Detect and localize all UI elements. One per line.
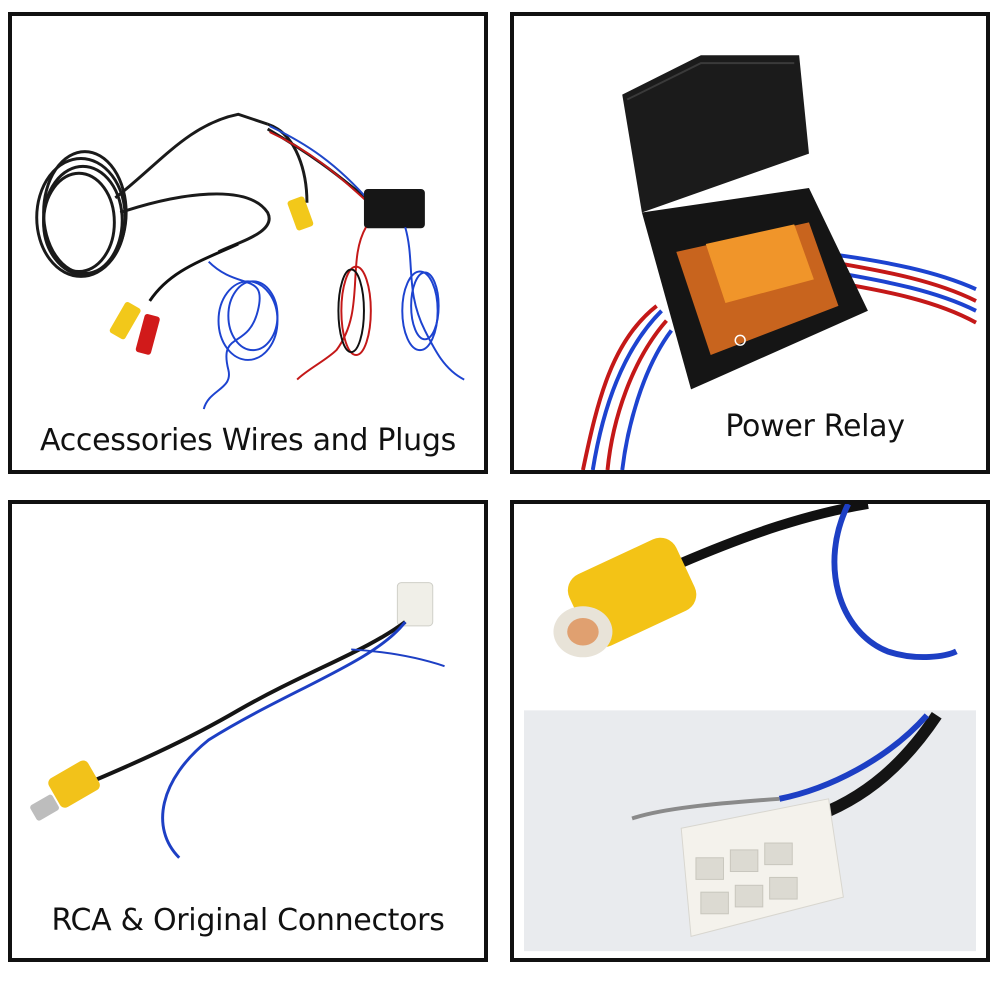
harness-photo: [30, 582, 445, 859]
panel-accessories: Accessories Wires and Plugs: [8, 12, 488, 474]
relay-box-photo: [581, 55, 977, 470]
closeup-photo: [514, 504, 986, 952]
panel-rca-connectors: RCA & Original Connectors: [8, 500, 488, 962]
caption-accessories: Accessories Wires and Plugs: [40, 423, 456, 458]
panel-closeup: [510, 500, 990, 962]
wire-kit-photo: [35, 112, 465, 410]
caption-rca-connectors: RCA & Original Connectors: [51, 903, 445, 938]
panel-power-relay: Power Relay: [510, 12, 990, 474]
caption-power-relay: Power Relay: [725, 409, 905, 444]
